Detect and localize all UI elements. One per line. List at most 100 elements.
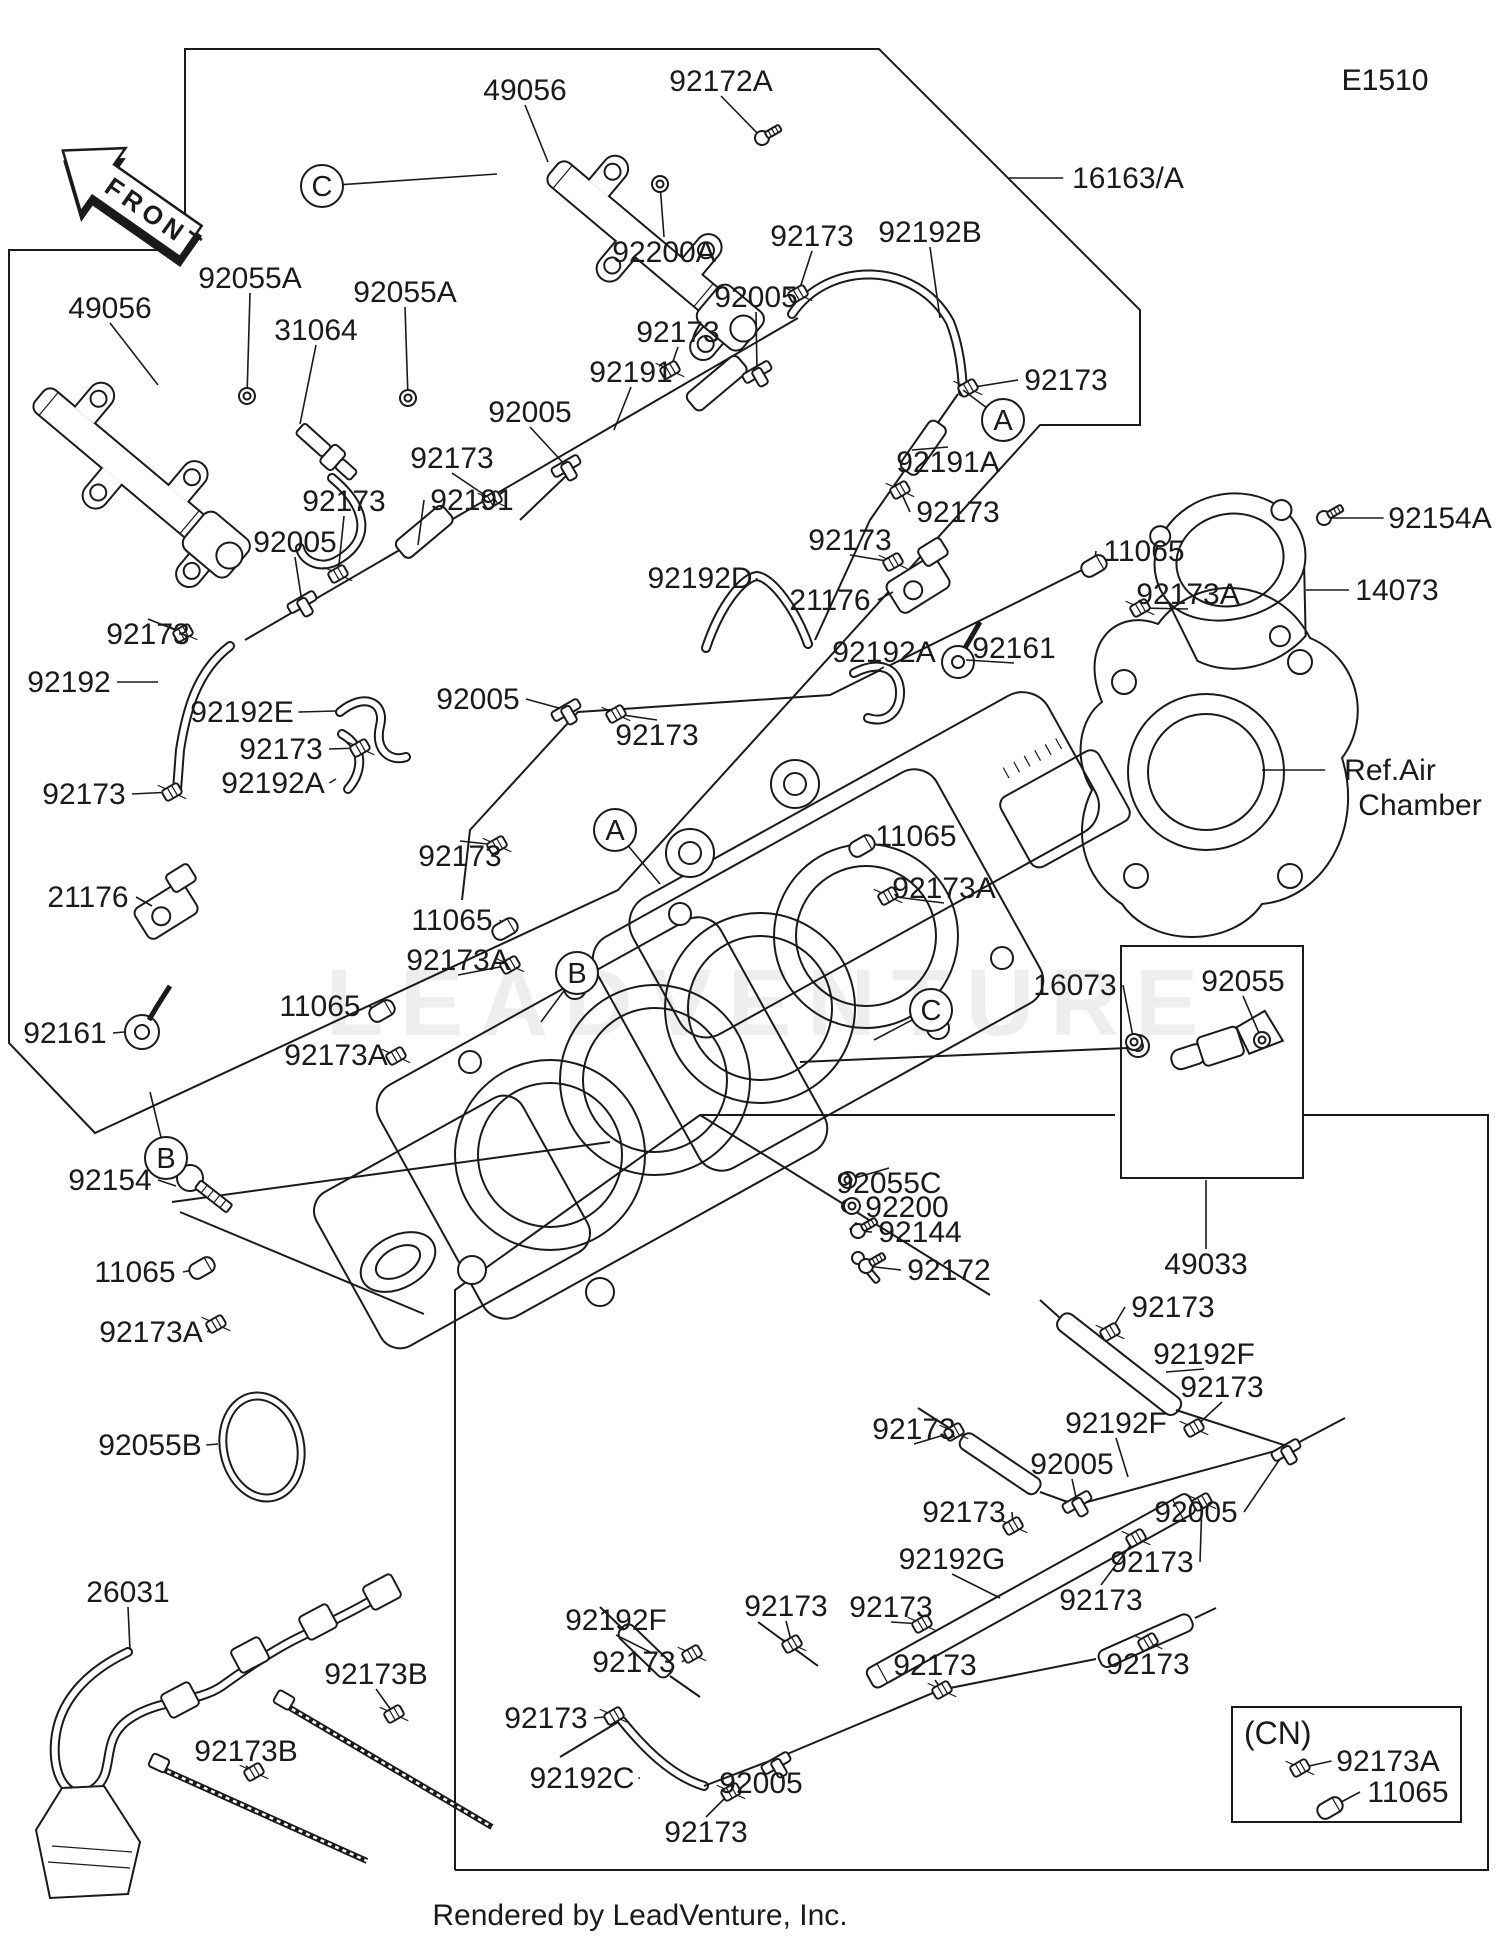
leader-line (911, 446, 949, 451)
part-label-31064: 31064 (274, 314, 357, 347)
ring-glyph (235, 384, 259, 408)
part-label-92173: 92173 (239, 733, 322, 766)
part-label-92173A: 92173A (1136, 578, 1239, 611)
upper-region-border (8, 48, 1141, 1135)
part-label-92192F: 92192F (1065, 1407, 1167, 1440)
plug-glyph (185, 1253, 219, 1283)
tee-glyph (549, 697, 588, 732)
part-label-92055: 92055 (1201, 965, 1284, 998)
part-label-92173: 92173 (106, 618, 189, 651)
part-label-92161: 92161 (972, 632, 1055, 665)
part-label-92173: 92173 (664, 1816, 747, 1849)
part-label-92173: 92173 (916, 496, 999, 529)
part-label-92173: 92173 (615, 719, 698, 752)
part-label-11065: 11065 (94, 1256, 175, 1289)
part-label-49033: 49033 (1164, 1248, 1247, 1281)
part-label-92173A: 92173A (1336, 1745, 1439, 1778)
part-label-Chamber: Chamber (1358, 789, 1481, 822)
hoses (172, 269, 968, 1791)
part-label-92192A: 92192A (221, 767, 324, 800)
part-label-92173: 92173 (744, 1590, 827, 1623)
part-label-92192D: 92192D (647, 562, 752, 595)
detail-circle-letter: B (567, 958, 586, 990)
part-label-92173: 92173 (922, 1496, 1005, 1529)
leader-line (298, 710, 337, 713)
sensor-92161-left (124, 984, 173, 1050)
part-label-92192A: 92192A (832, 636, 935, 669)
part-label-92192G: 92192G (899, 1543, 1006, 1576)
fuel-rail-upper (546, 154, 765, 361)
part-label-16163/A: 16163/A (1072, 162, 1184, 195)
leader-line (529, 426, 567, 467)
part-label-11065: 11065 (1367, 1776, 1448, 1809)
part-label-92173: 92173 (1110, 1546, 1193, 1579)
part-label-92172A: 92172A (669, 65, 772, 98)
leader-line (328, 778, 337, 784)
leader-line (451, 472, 493, 501)
gasket-92055B (218, 1391, 306, 1503)
part-label-16073: 16073 (1033, 969, 1116, 1002)
detail-circle-C (300, 164, 344, 208)
part-label-92192C: 92192C (529, 1762, 634, 1795)
part-label-26031: 26031 (86, 1576, 169, 1609)
part-label-92173: 92173 (1106, 1648, 1189, 1681)
leader-line (720, 95, 763, 139)
leader-line (299, 344, 317, 425)
part-label-11065: 11065 (1103, 535, 1184, 568)
part-label-92055A: 92055A (353, 276, 456, 309)
part-label-92055C: 92055C (836, 1167, 941, 1200)
part-label-E1510: E1510 (1342, 64, 1429, 97)
fuel-rail-lower (32, 381, 251, 588)
part-label-92192F: 92192F (1153, 1338, 1255, 1371)
clamp-glyph (378, 1697, 410, 1731)
cn-note: (CN) (1244, 1715, 1312, 1751)
page-code: E1510 (1342, 64, 1429, 97)
part-label-92192E: 92192E (190, 696, 293, 729)
part-label-49056: 49056 (68, 292, 151, 325)
part-label-92192B: 92192B (878, 216, 981, 249)
part-label-92173: 92173 (42, 778, 125, 811)
leader-line (613, 386, 632, 431)
detail-circle-letter: A (993, 405, 1013, 437)
part-label-92173: 92173 (504, 1702, 587, 1735)
leader-line (135, 896, 153, 907)
part-label-92173: 92173 (1024, 364, 1107, 397)
leader-line (1115, 1437, 1129, 1478)
detail-circle-B (555, 951, 599, 995)
part-label-92161: 92161 (23, 1017, 106, 1050)
part-label-92173: 92173 (808, 524, 891, 557)
part-label-92173: 92173 (1131, 1291, 1214, 1324)
part-label-92192: 92192 (27, 666, 110, 699)
part-label-92005: 92005 (1030, 1448, 1113, 1481)
detail-circle-letter: C (312, 171, 333, 203)
vacuum-lines (244, 317, 1091, 901)
joint-pipe-31064 (295, 423, 358, 481)
leader-line (404, 306, 409, 399)
part-label-11065: 11065 (279, 990, 360, 1023)
front-arrow: FRONT (61, 146, 211, 267)
part-label-11065: 11065 (411, 904, 492, 937)
leader-line (127, 1606, 131, 1651)
tee-glyph (1060, 1489, 1099, 1524)
harness-26031 (34, 1573, 402, 1900)
detail-circle-leader (540, 989, 566, 1023)
tee-glyph (740, 359, 779, 394)
leader-line (755, 577, 758, 581)
part-label-92173A: 92173A (892, 872, 995, 905)
part-label-92191: 92191 (589, 356, 672, 389)
air-chamber-funnel (1149, 492, 1307, 670)
leader-line (206, 1443, 219, 1446)
part-label-92173: 92173 (872, 1413, 955, 1446)
detail-circle-leader (627, 845, 661, 885)
part-label-92172: 92172 (907, 1254, 990, 1287)
detail-circle-leader (962, 389, 987, 409)
part-label-92173: 92173 (1059, 1584, 1142, 1617)
part-label-92173A: 92173A (284, 1039, 387, 1072)
screw-glyph (751, 120, 785, 149)
leader-line (109, 322, 159, 386)
part-label-92173: 92173 (302, 485, 385, 518)
leader-line (929, 246, 941, 319)
part-label-21176: 21176 (789, 584, 870, 617)
